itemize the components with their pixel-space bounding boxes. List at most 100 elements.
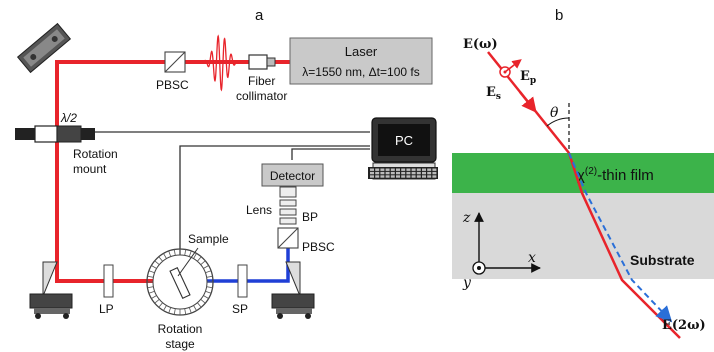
stage-tick xyxy=(151,295,157,299)
stage-tick xyxy=(203,265,209,269)
panel-b: b χ(2)-thin film Substrate θ E(ω) Es Ep … xyxy=(452,7,714,339)
keyboard-key xyxy=(411,175,416,178)
incident-arrow xyxy=(519,91,537,113)
sp-filter xyxy=(237,264,248,298)
keyboard-key xyxy=(427,175,432,178)
keyboard-key xyxy=(411,168,416,171)
stage-tick xyxy=(173,249,176,256)
stage-tick xyxy=(193,305,197,311)
keyboard-key xyxy=(390,175,395,178)
lens-bp-stack xyxy=(279,186,297,225)
shg-beam xyxy=(196,240,290,283)
cables xyxy=(95,131,370,282)
stage-tick xyxy=(163,305,167,311)
fiber-label-1: Fiber xyxy=(248,74,275,88)
keyboard-key xyxy=(432,175,437,178)
lp-label: LP xyxy=(99,302,114,316)
keyboard-key xyxy=(401,175,406,178)
panel-a-label: a xyxy=(255,7,264,24)
keyboard-key xyxy=(396,175,400,178)
stage-tick xyxy=(158,302,163,308)
stage-tick xyxy=(148,270,155,274)
stage-tick xyxy=(184,249,187,256)
keyboard-key xyxy=(396,171,400,175)
e-omega-label: E(ω) xyxy=(463,37,498,52)
keyboard-key xyxy=(406,171,411,175)
rotation-stage-label-1: Rotation xyxy=(158,322,203,336)
stage-tick xyxy=(188,307,192,314)
lp-filter xyxy=(103,264,114,298)
rotation-mount-label-2: mount xyxy=(73,162,107,176)
substrate-layer xyxy=(452,193,714,279)
keyboard-key xyxy=(375,175,380,178)
sample-plate xyxy=(169,266,191,300)
keyboard-key xyxy=(422,171,426,175)
stage-tick xyxy=(206,275,213,278)
stage-tick xyxy=(206,286,213,289)
stage-tick xyxy=(163,253,167,259)
keyboard-key xyxy=(406,175,411,178)
keyboard-key xyxy=(401,168,406,171)
ep-label: Ep xyxy=(520,69,536,86)
thin-film-layer xyxy=(452,153,714,193)
pbsc-top xyxy=(164,51,186,73)
keyboard-key xyxy=(385,171,390,175)
stage-tick xyxy=(173,308,176,315)
keyboard-key xyxy=(385,175,390,178)
stage-tick xyxy=(193,253,197,259)
refracted-beam xyxy=(567,152,681,339)
keyboard-key xyxy=(380,175,385,178)
bp-label: BP xyxy=(302,210,318,224)
mirror-bottom-right xyxy=(271,261,315,319)
keyboard-key xyxy=(401,171,406,175)
stage-tick xyxy=(184,308,187,315)
stage-tick xyxy=(188,250,192,257)
detector-box xyxy=(261,163,324,187)
substrate-label: Substrate xyxy=(630,252,695,268)
keyboard-key xyxy=(406,168,411,171)
stage-tick xyxy=(154,299,160,304)
keyboard-key xyxy=(370,171,374,175)
stage-tick xyxy=(200,299,206,304)
keyboard-key xyxy=(416,175,421,178)
mirror-bottom-left xyxy=(29,261,73,319)
keyboard-key xyxy=(396,168,400,171)
keyboard-key xyxy=(411,171,416,175)
stage-tick xyxy=(147,275,154,278)
keyboard-key xyxy=(375,168,380,171)
detector-label: Detector xyxy=(270,169,315,183)
keyboard-key xyxy=(380,171,385,175)
laser-box xyxy=(289,37,433,85)
sp-label: SP xyxy=(232,302,248,316)
stage-tick xyxy=(203,295,209,299)
es-label: Es xyxy=(486,85,501,102)
stage-tick xyxy=(200,260,206,265)
rotation-mount-label-1: Rotation xyxy=(73,147,118,161)
panel-a: a Laser λ=1550 nm, Δt=100 fs Fiber colli… xyxy=(15,7,438,351)
keyboard-key xyxy=(390,168,395,171)
stage-tick xyxy=(158,256,163,262)
laser-spec: λ=1550 nm, Δt=100 fs xyxy=(302,65,419,79)
keyboard-key xyxy=(432,168,437,171)
keyboard-key xyxy=(380,168,385,171)
rotation-mount xyxy=(15,125,95,143)
keyboard-key xyxy=(385,168,390,171)
pbsc-top-label: PBSC xyxy=(156,78,189,92)
keyboard-key xyxy=(422,168,426,171)
keyboard-key xyxy=(375,171,380,175)
thin-film-label: χ(2)-thin film xyxy=(577,166,654,184)
pbsc-right xyxy=(277,227,299,249)
stage-tick xyxy=(148,290,155,294)
shg-beam-b xyxy=(568,152,673,323)
stage-tick xyxy=(197,256,202,262)
sample-label: Sample xyxy=(188,232,229,246)
pulse-wavelet xyxy=(199,34,246,92)
panel-b-label: b xyxy=(555,7,563,24)
axis-z-label: z xyxy=(462,210,471,226)
fiber-collimator xyxy=(248,54,276,70)
sample-pointer xyxy=(177,247,199,277)
keyboard-key xyxy=(390,171,395,175)
keyboard-key xyxy=(422,175,426,178)
half-wave-label: λ/2 xyxy=(60,111,77,125)
